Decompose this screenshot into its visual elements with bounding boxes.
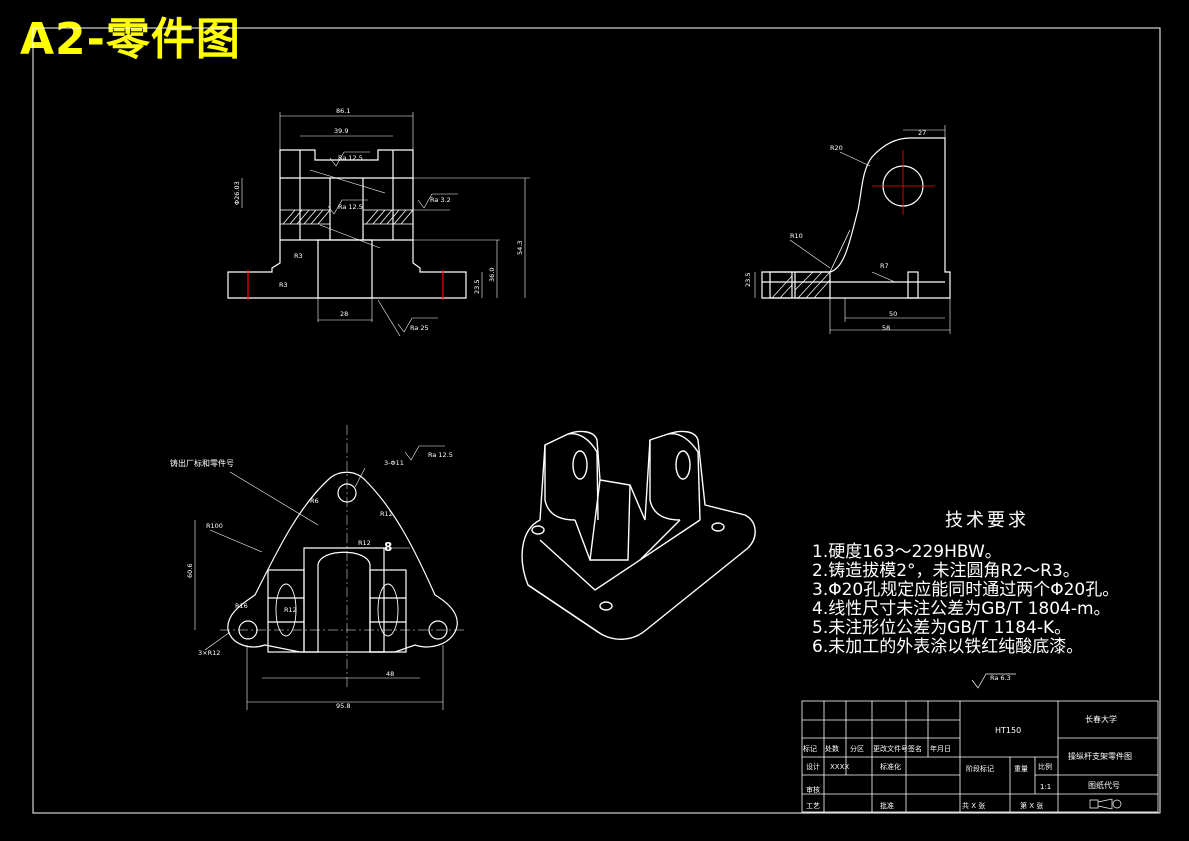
svg-text:23.5: 23.5 [473,280,481,294]
svg-text:Φ26.03: Φ26.03 [233,181,241,205]
svg-text:27: 27 [918,129,926,137]
tech-requirements-heading: 技术要求 [945,510,1029,531]
svg-text:分区: 分区 [850,744,864,753]
svg-text:R12: R12 [284,606,297,614]
svg-text:标记: 标记 [803,744,817,753]
svg-text:60.6: 60.6 [186,564,194,578]
svg-text:8: 8 [384,540,392,554]
top-view [194,425,465,710]
title-block [801,700,1159,813]
svg-text:Ra 12.5: Ra 12.5 [338,154,363,162]
svg-text:R12: R12 [380,510,393,518]
svg-text:R3: R3 [279,281,288,289]
section-hatch [279,209,414,225]
svg-text:处数: 处数 [825,744,839,753]
svg-text:第 X 张: 第 X 张 [1020,801,1043,810]
tech-requirements-list: 1.硬度163～229HBW。 2.铸造拔模2°，未注圆角R2～R3。 3.Φ2… [812,543,1119,657]
tech-requirement: 4.线性尺寸未注公差为GB/T 1804-m。 [812,599,1111,619]
svg-text:共 X 张: 共 X 张 [962,801,985,810]
svg-text:R6: R6 [310,497,319,505]
svg-text:Ra 25: Ra 25 [410,324,429,332]
svg-text:年月日: 年月日 [930,744,951,753]
svg-text:标准化: 标准化 [880,762,901,771]
drawing-name: 操纵杆支架零件图 [1068,751,1132,761]
tech-requirement: 2.铸造拔模2°，未注圆角R2～R3。 [812,561,1080,581]
svg-text:95.8: 95.8 [336,702,350,710]
svg-text:R20: R20 [830,144,843,152]
svg-text:审核: 审核 [806,785,820,794]
svg-text:比例: 比例 [1038,762,1052,771]
tech-requirement: 5.未注形位公差为GB/T 1184-K。 [812,618,1072,638]
svg-text:Ra 6.3: Ra 6.3 [990,674,1011,682]
tech-requirement: 1.硬度163～229HBW。 [812,542,1002,562]
drawing-title: A2-零件图 [20,14,241,65]
svg-text:54.3: 54.3 [516,241,524,255]
front-view [227,112,530,337]
drawing-frame [32,27,1161,814]
svg-text:批准: 批准 [880,801,894,810]
school-name: 长春大学 [1085,714,1117,724]
cast-mark-note: 铸出厂标和零件号 [170,458,234,468]
svg-text:图纸代号: 图纸代号 [1088,780,1120,790]
svg-text:39.9: 39.9 [334,127,348,135]
surface-roughness-mark: Ra 6.3 [971,673,1016,689]
side-view [754,125,951,334]
svg-text:50: 50 [889,310,897,318]
svg-text:R16: R16 [235,602,248,610]
svg-text:23.5: 23.5 [744,273,752,287]
front-view-dims: 86.1 39.9 Ra 12.5 Ra 12.5 Ra 3.2 Ra 25 Φ… [233,107,524,332]
top-view-dims: 3-Φ11 Ra 12.5 R6 R12 R12 8 R100 R12 R16 … [170,451,453,710]
svg-text:58: 58 [882,324,890,332]
svg-text:R7: R7 [880,262,889,270]
tech-requirement: 3.Φ20孔规定应能同时通过两个Φ20孔。 [812,580,1120,600]
svg-text:R100: R100 [206,522,223,530]
svg-text:Ra 12.5: Ra 12.5 [428,451,453,459]
svg-text:R12: R12 [358,539,371,547]
tech-requirement: 6.未加工的外表涂以铁红纯酸底漆。 [812,637,1084,657]
svg-text:1:1: 1:1 [1040,783,1051,791]
svg-text:3-Φ11: 3-Φ11 [384,459,404,467]
svg-text:签名: 签名 [908,744,922,753]
side-view-dims: 27 R20 R10 R7 50 58 23.5 [744,129,926,332]
svg-text:更改文件号: 更改文件号 [873,744,908,753]
isometric-view [521,430,756,640]
svg-text:阶段标记: 阶段标记 [966,764,994,773]
svg-text:R10: R10 [790,232,803,240]
svg-text:3×R12: 3×R12 [198,649,220,657]
svg-text:Ra 3.2: Ra 3.2 [430,196,451,204]
svg-text:36.0: 36.0 [488,268,496,282]
material: HT150 [995,726,1021,735]
title-block-text: HT150 长春大学 操纵杆支架零件图 图纸代号 标记 处数 分区 更改文件号 … [803,714,1132,810]
svg-text:48: 48 [386,670,394,678]
svg-text:28: 28 [340,310,348,318]
svg-text:R3: R3 [294,252,303,260]
svg-text:重量: 重量 [1014,765,1028,773]
svg-text:Ra 12.5: Ra 12.5 [338,203,363,211]
svg-text:设计: 设计 [806,762,820,771]
svg-text:86.1: 86.1 [336,107,350,115]
svg-text:XXXX: XXXX [830,763,849,771]
svg-text:工艺: 工艺 [806,802,820,810]
